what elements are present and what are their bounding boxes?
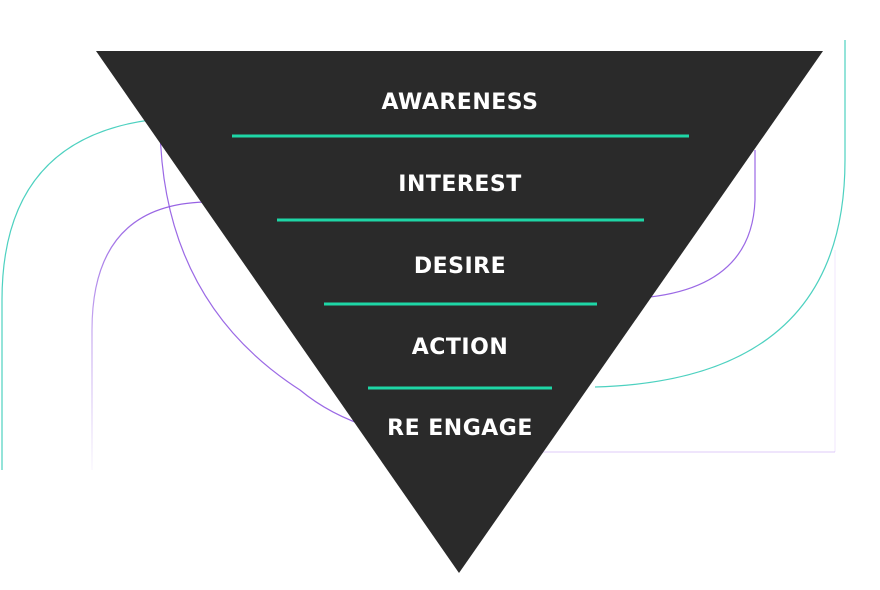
stage-label-awareness: AWARENESS	[382, 90, 539, 115]
curve-left-outer	[1, 119, 151, 470]
funnel-shape	[96, 51, 823, 573]
curve-purple-loop	[159, 119, 373, 429]
curve-right-teal	[594, 40, 846, 388]
stage-label-interest: INTEREST	[398, 172, 521, 197]
curve-right-purple	[649, 150, 756, 298]
stage-label-desire: DESIRE	[414, 254, 506, 279]
stage-label-action: ACTION	[412, 335, 508, 360]
curve-left-inner	[91, 201, 206, 470]
background-curves	[1, 40, 846, 470]
stage-label-re-engage: RE ENGAGE	[387, 416, 533, 441]
funnel-stages: AWARENESS INTEREST DESIRE ACTION RE ENGA…	[232, 90, 689, 441]
